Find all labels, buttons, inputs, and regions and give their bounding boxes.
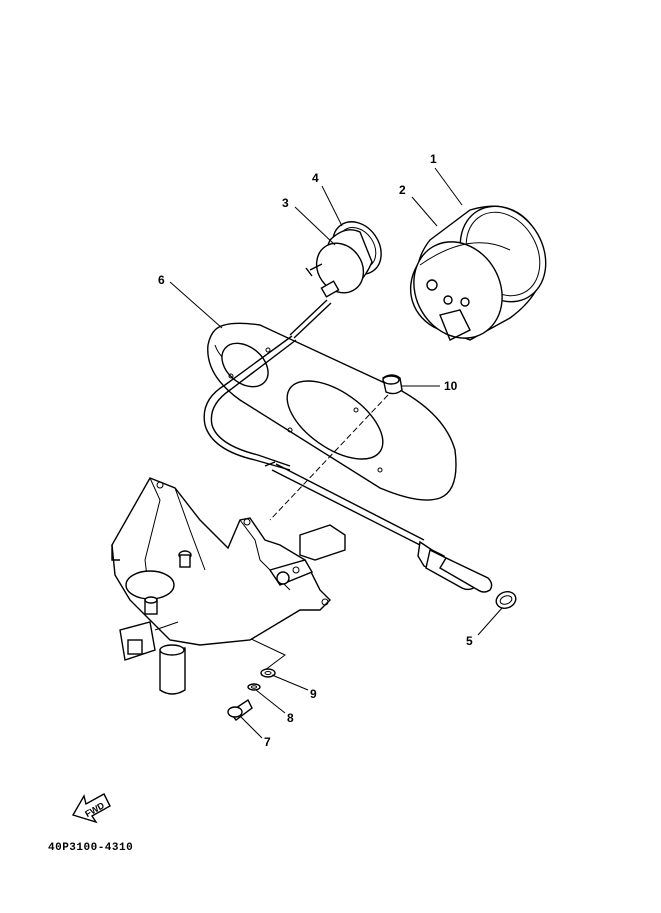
tachometer-assembly: [289, 221, 382, 339]
part-label-6: 6: [158, 273, 165, 287]
part-label-7: 7: [264, 735, 271, 749]
part-label-3: 3: [282, 196, 289, 210]
part-label-5: 5: [466, 634, 473, 648]
part-label-2: 2: [399, 183, 406, 197]
fastener-set: [227, 668, 276, 721]
part-label-9: 9: [310, 687, 317, 701]
cable-clip: [382, 374, 403, 395]
speedometer-cable: [203, 335, 493, 593]
part-label-8: 8: [287, 711, 294, 725]
diagram-code: 40P3100-4310: [48, 842, 134, 854]
handlebar-bracket: [111, 477, 346, 695]
part-label-1: 1: [430, 152, 437, 166]
leader-lines: [169, 167, 503, 739]
instrument-panel: [207, 322, 457, 501]
part-label-4: 4: [312, 171, 319, 185]
grommet: [495, 591, 517, 609]
fwd-arrow-icon: FWD: [71, 793, 111, 824]
part-labels: 1 2 3 4 5 6 7 8 9 10: [158, 152, 473, 749]
part-label-10: 10: [444, 379, 458, 393]
speedometer-assembly: [409, 205, 547, 341]
